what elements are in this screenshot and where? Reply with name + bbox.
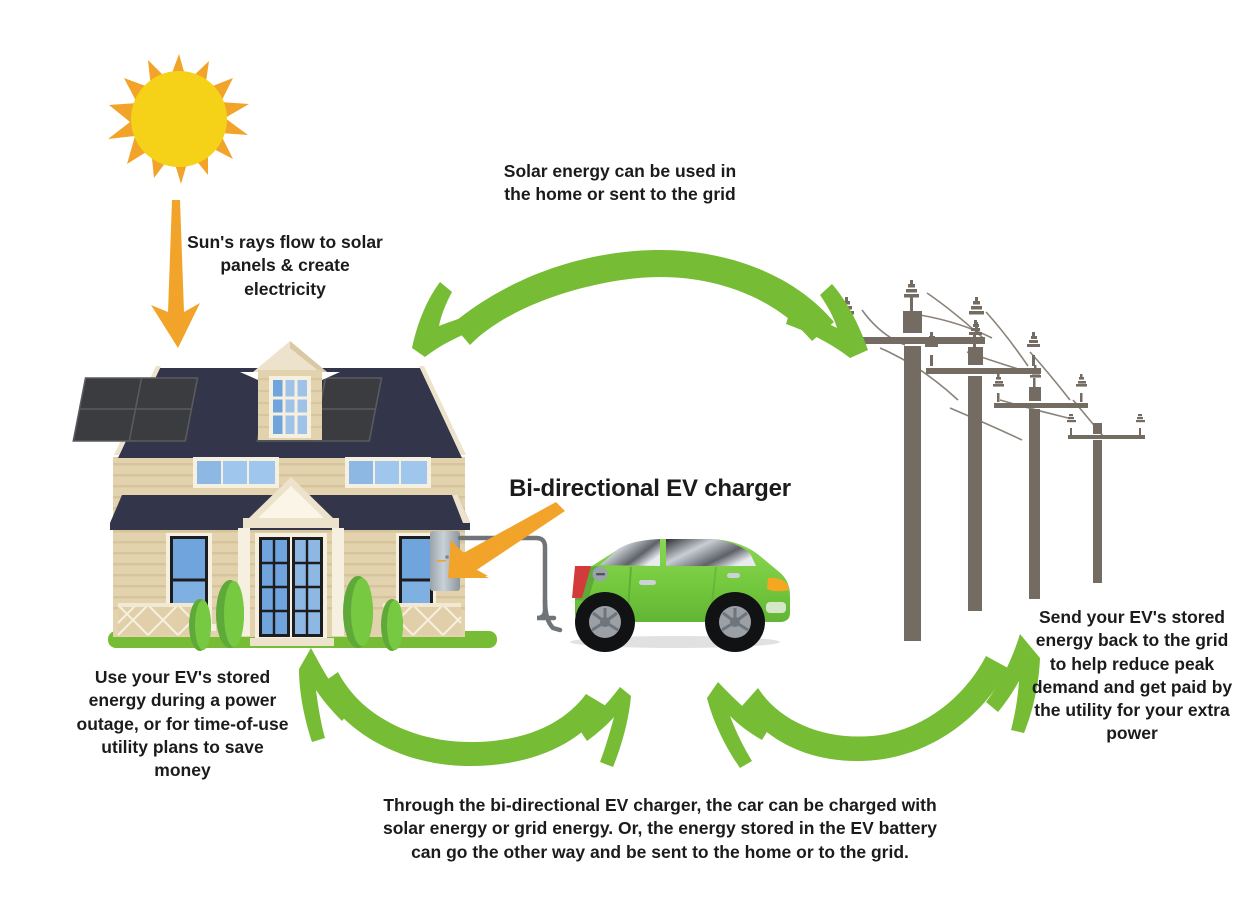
label-sun-rays: Sun's rays flow to solar panels & create… [187, 232, 383, 299]
utility-pole-4 [1067, 414, 1145, 583]
label-solar-energy: Solar energy can be used in the home or … [503, 161, 737, 205]
upper-windows [193, 457, 431, 488]
utility-pole-3 [993, 365, 1088, 599]
label-bidirectional: Through the bi-directional EV charger, t… [382, 795, 937, 862]
wheel-rear [575, 592, 635, 652]
label-charger-title: Bi-directional EV charger [509, 475, 791, 502]
label-send-back: Send your EV's stored energy back to the… [1031, 607, 1233, 744]
utility-pole-2 [925, 320, 1041, 611]
lattice-left [117, 603, 197, 636]
wheel-front [705, 592, 765, 652]
solar-panel-group-left [72, 377, 199, 442]
shrubs [189, 576, 403, 651]
label-ev-outage: Use your EV's stored energy during a pow… [76, 667, 289, 781]
